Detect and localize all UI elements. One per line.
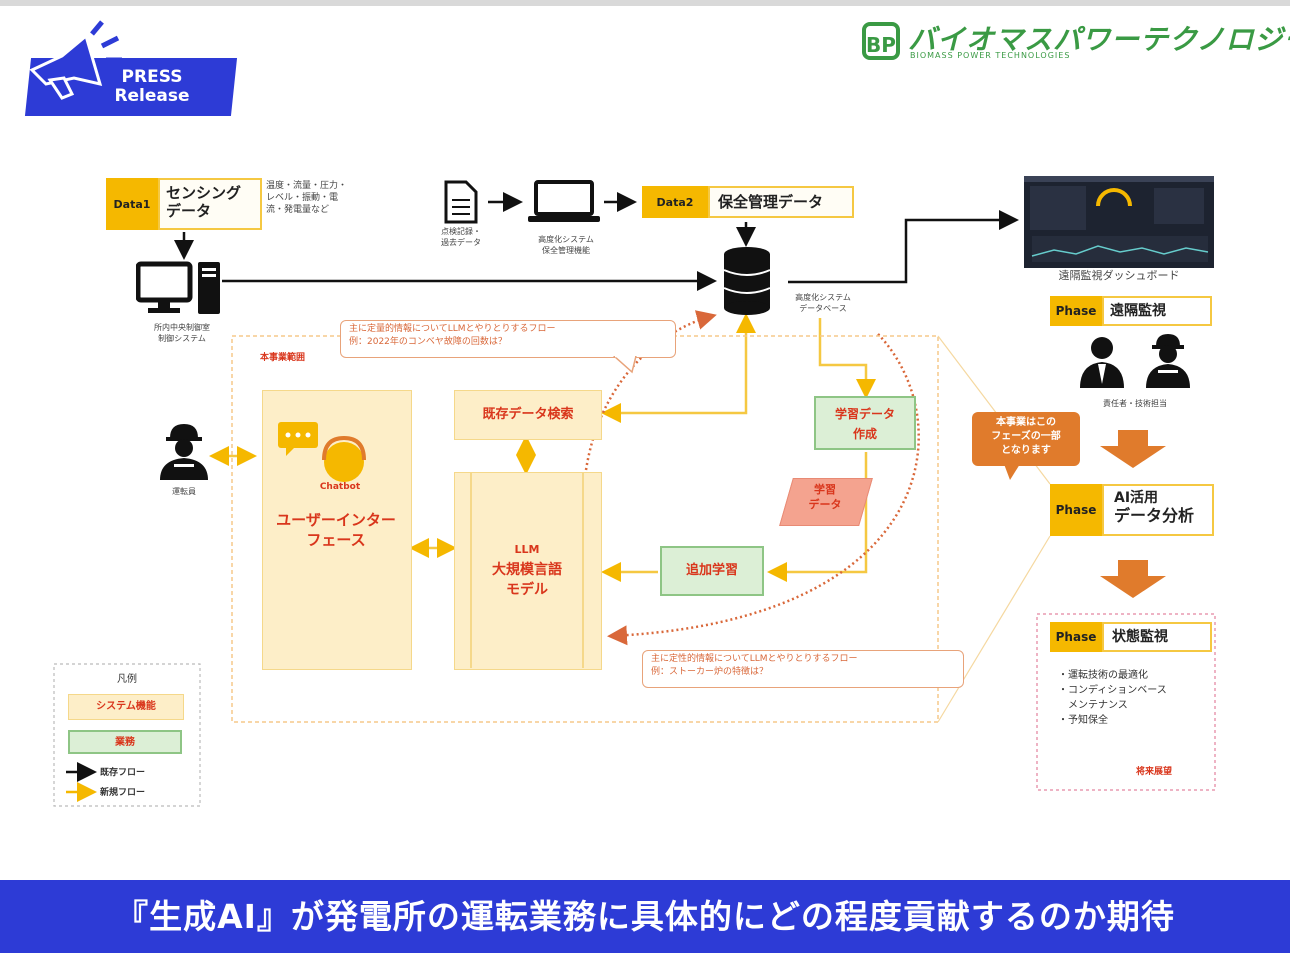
data2-tag: Data2 [642, 186, 708, 218]
document-icon [444, 180, 478, 224]
dashboard-label: 遠隔監視ダッシュボード [1058, 269, 1180, 282]
phase2-title-line1: AI活用 [1114, 490, 1159, 506]
data2-title: 保全管理データ [718, 193, 824, 211]
phase3-footer: 将来展望 [1136, 767, 1173, 777]
training-data-line2: データ [808, 498, 842, 511]
callout-top-line2: 例：2022年のコンベヤ故障の回数は？ [349, 337, 507, 347]
operator-label: 運転員 [172, 487, 196, 496]
phase-scope-note: 本事業はこの フェーズの一部 となります [972, 412, 1080, 466]
callout-bottom-line1: 主に定性的情報についてLLMとやりとりするフロー [651, 654, 858, 664]
quantitative-flow-callout: 主に定量的情報についてLLMとやりとりするフロー 例：2022年のコンベヤ故障の… [340, 320, 676, 358]
operator-icon [160, 424, 208, 480]
press-line1: PRESS [121, 67, 183, 87]
phase-note-line1: 本事業はこの [996, 417, 1056, 428]
legend-new-flow: 新規フロー [100, 788, 146, 798]
laptop-label-line2: 保全管理機能 [542, 246, 590, 255]
phase1-tag: Phase [1050, 296, 1102, 326]
company-logo-english: BIOMASS POWER TECHNOLOGIES [910, 51, 1071, 60]
qualitative-flow-callout: 主に定性的情報についてLLMとやりとりするフロー 例：ストーカー炉の特徴は？ [642, 650, 964, 688]
data1-tag: Data1 [106, 178, 158, 230]
callout-bottom-line2: 例：ストーカー炉の特徴は？ [651, 667, 769, 677]
laptop-label: 高度化システム 保全管理機能 [506, 234, 626, 256]
caption-bar [0, 880, 1290, 953]
existing-data-search-box: 既存データ検索 [454, 390, 602, 440]
llm-box-divider [470, 472, 472, 668]
data1-title-line2: データ [166, 202, 212, 220]
phase3-tag: Phase [1050, 622, 1102, 652]
control-system-label: 所内中央制御室 制御システム [122, 322, 242, 344]
laptop-icon [528, 180, 600, 222]
phase2-title-line2: データ分析 [1114, 506, 1195, 525]
llm-box [454, 472, 602, 670]
data2-box: 保全管理データ [708, 186, 854, 218]
database-icon [723, 247, 771, 315]
additional-learning-box: 追加学習 [660, 546, 764, 596]
records-label-line2: 過去データ [441, 238, 481, 247]
user-interface-title: ユーザーインター フェース [262, 510, 410, 550]
legend-existing-flow: 既存フロー [100, 768, 146, 778]
records-label: 点検記録・ 過去データ [416, 226, 506, 248]
ui-line2: フェース [306, 531, 366, 549]
phase-note-line3: となります [1001, 445, 1051, 456]
phase3-item: メンテナンス [1058, 700, 1128, 711]
phase2-tag: Phase [1050, 484, 1102, 536]
training-create-line2: 作成 [852, 427, 877, 441]
llm-title: LLM 大規模言語 モデル [454, 540, 600, 600]
computer-icon [136, 261, 220, 314]
phase-note-line2: フェーズの一部 [991, 431, 1061, 442]
database-label-line2: データベース [799, 304, 847, 313]
legend-title: 凡例 [117, 674, 137, 685]
data1-description: 温度・流量・圧力・ レベル・振動・電 流・発電量など [266, 180, 396, 216]
company-logo-mark: BP [862, 22, 900, 60]
data1-desc-line3: 流・発電量など [266, 205, 330, 215]
dashboard-screenshot [1024, 176, 1214, 268]
laptop-label-line1: 高度化システム [538, 235, 594, 244]
llm-line3: モデル [506, 582, 548, 598]
phase2-box: AI活用 データ分析 [1102, 484, 1214, 536]
people-icon [1080, 334, 1190, 388]
records-label-line1: 点検記録・ [441, 227, 481, 236]
database-label: 高度化システム データベース [768, 292, 878, 314]
phase3-item: ・予知保全 [1058, 715, 1108, 726]
data1-box: センシング データ [158, 178, 262, 230]
phase3-item: ・コンディションベース [1058, 685, 1167, 696]
chatbot-label: Chatbot [319, 482, 361, 492]
top-divider [0, 0, 1290, 6]
phase-note-pointer [1004, 464, 1020, 480]
callout-top-line1: 主に定量的情報についてLLMとやりとりするフロー [349, 324, 556, 334]
company-logo-name: バイオマスパワーテクノロジーズ [908, 23, 1290, 56]
phase3-title: 状態監視 [1112, 629, 1168, 645]
project-scope-label: 本事業範囲 [260, 353, 306, 363]
phase1-box: 遠隔監視 [1102, 296, 1212, 326]
phase1-people-label: 責任者・技術担当 [1103, 399, 1167, 408]
training-data-label: 学習 データ [790, 482, 860, 512]
phase1-title: 遠隔監視 [1110, 303, 1166, 319]
ui-line1: ユーザーインター [276, 511, 396, 529]
legend-system-function: システム機能 [68, 694, 184, 720]
chatbot-icon [278, 422, 366, 482]
llm-box-divider [582, 472, 584, 668]
training-data-line1: 学習 [814, 483, 836, 496]
database-label-line1: 高度化システム [795, 293, 851, 302]
phase3-item: ・運転技術の最適化 [1058, 670, 1148, 681]
legend-business: 業務 [68, 730, 182, 754]
data1-desc-line1: 温度・流量・圧力・ [266, 181, 348, 191]
control-label-line2: 制御システム [158, 334, 206, 343]
caption-text: 『生成AI』が発電所の運転業務に具体的にどの程度貢献するのか期待 [115, 897, 1175, 936]
press-release-label: PRESS Release [92, 68, 212, 106]
megaphone-icon [29, 20, 122, 100]
data1-title-line1: センシング [166, 184, 242, 202]
training-data-creation-box: 学習データ 作成 [814, 396, 916, 450]
training-create-line1: 学習データ [834, 407, 895, 421]
llm-line2: 大規模言語 [492, 562, 562, 578]
llm-line1: LLM [514, 543, 540, 556]
phase3-items: ・運転技術の最適化 ・コンディションベース メンテナンス ・予知保全 [1058, 668, 1208, 728]
phase3-box: 状態監視 [1102, 622, 1212, 652]
data1-desc-line2: レベル・振動・電 [266, 193, 339, 203]
control-label-line1: 所内中央制御室 [154, 323, 210, 332]
press-line2: Release [114, 86, 190, 106]
callout-top-pointer [612, 356, 637, 374]
